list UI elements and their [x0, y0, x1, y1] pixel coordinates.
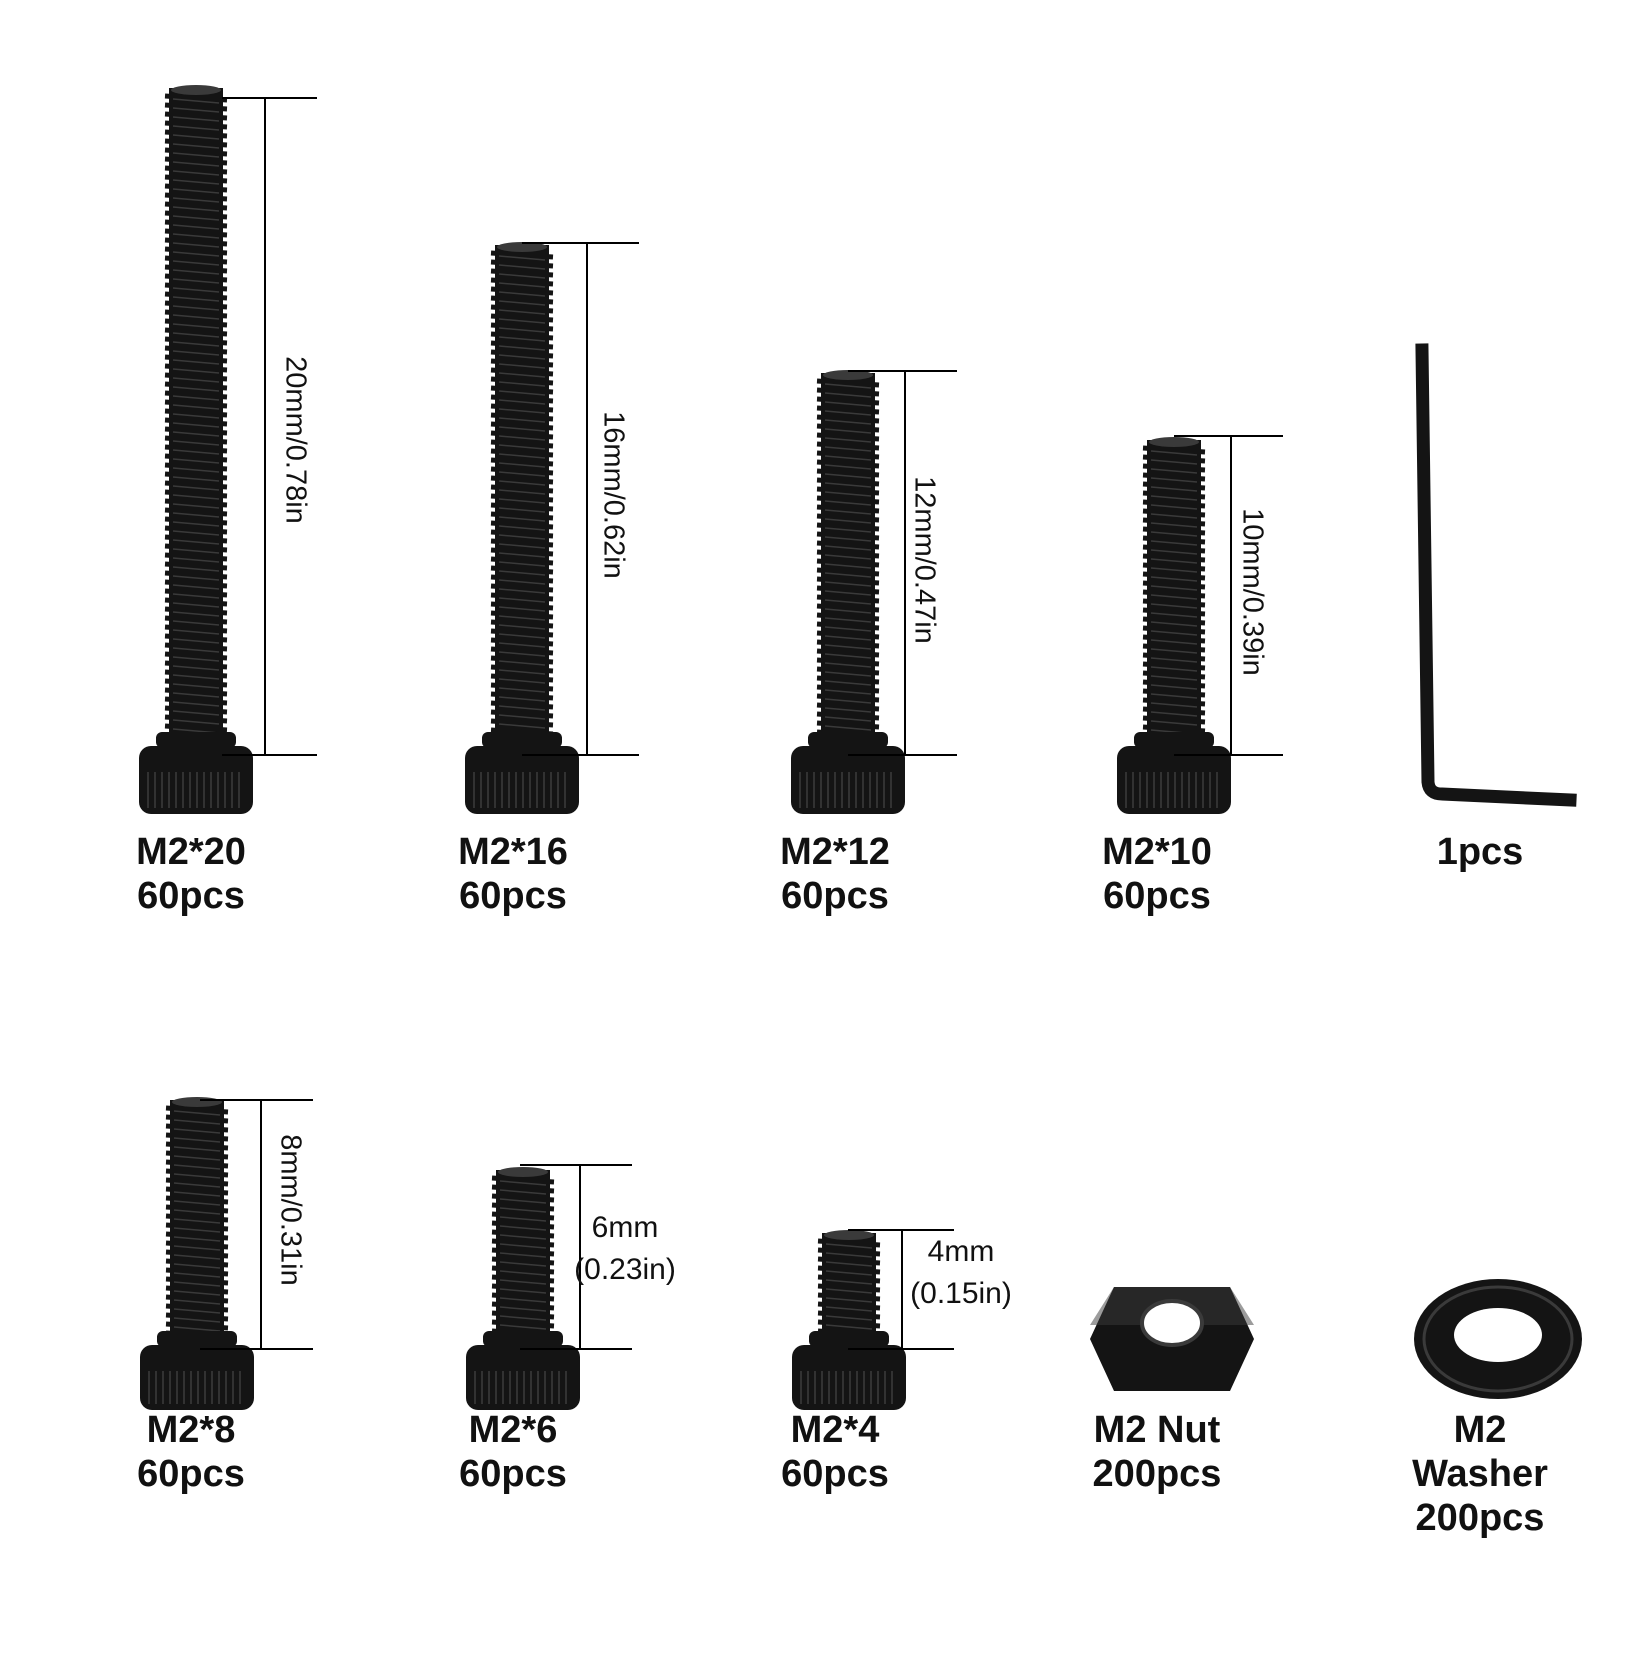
item-label-m2-washer: M2 Washer 200pcs	[1412, 1409, 1548, 1539]
dimension-line-m2x8	[200, 1099, 313, 1350]
dimension-label-m2x6: 6mm (0.23in)	[574, 1211, 676, 1286]
dimension-line-m2x20	[222, 97, 317, 756]
dimension-line-m2x4	[848, 1229, 954, 1350]
dimension-line-m2x10	[1174, 435, 1283, 756]
item-label-m2x4: M2*4 60pcs	[781, 1409, 889, 1495]
item-label-m2x12: M2*12 60pcs	[780, 831, 890, 917]
washer-icon	[1414, 1279, 1582, 1399]
item-label-m2x16: M2*16 60pcs	[458, 831, 568, 917]
dimension-line-m2x6	[520, 1164, 632, 1350]
screw-m2x4	[792, 1230, 906, 1410]
dimension-line-m2x16	[522, 242, 639, 756]
screw-m2x6	[466, 1167, 580, 1410]
hex-nut-icon	[1090, 1287, 1254, 1391]
item-label-m2x10: M2*10 60pcs	[1102, 831, 1212, 917]
dimension-label-m2x16: 16mm/0.62in	[597, 411, 630, 579]
item-label-hex-key: 1pcs	[1436, 831, 1524, 873]
item-label-m2x8: M2*8 60pcs	[137, 1409, 245, 1495]
item-label-m2x6: M2*6 60pcs	[459, 1409, 567, 1495]
hex-key-icon	[1415, 343, 1577, 807]
item-label-m2-nut: M2 Nut 200pcs	[1092, 1409, 1222, 1495]
dimension-label-m2x20: 20mm/0.78in	[279, 356, 312, 524]
item-label-m2x20: M2*20 60pcs	[136, 831, 246, 917]
screw-m2x12	[791, 370, 905, 814]
dimension-label-m2x10: 10mm/0.39in	[1236, 508, 1269, 676]
screw-m2x10	[1117, 437, 1231, 814]
screw-m2x20	[139, 85, 253, 814]
dimension-line-m2x12	[848, 370, 957, 756]
screw-m2x8	[140, 1097, 254, 1410]
dimension-label-m2x8: 8mm/0.31in	[274, 1134, 307, 1286]
dimension-label-m2x12: 12mm/0.47in	[908, 476, 941, 644]
screw-m2x16	[465, 242, 579, 814]
dimension-label-m2x4: 4mm (0.15in)	[910, 1235, 1012, 1310]
